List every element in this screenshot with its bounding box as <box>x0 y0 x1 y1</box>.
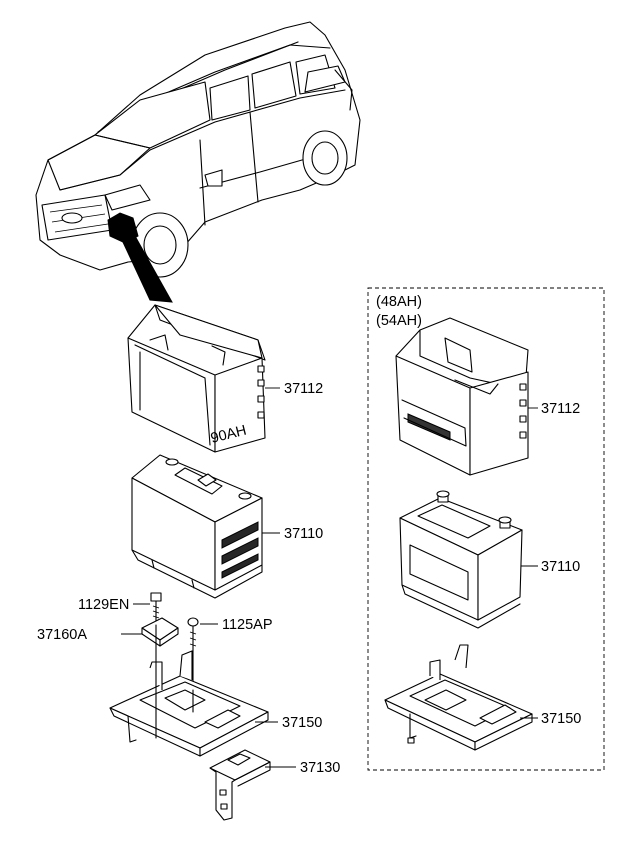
label-alt-tray: 37150 <box>541 711 581 727</box>
clamp-37160a <box>141 617 179 647</box>
battery-cover-alt <box>395 317 529 476</box>
variant-capacity-54ah: (54AH) <box>376 313 422 329</box>
label-main-cover: 37112 <box>284 381 323 397</box>
label-alt-cover: 37112 <box>541 401 580 417</box>
label-clamp-37160a: 37160A <box>37 627 87 643</box>
bolt-1125ap <box>187 617 199 691</box>
battery-cover-main: 90AH <box>127 304 266 453</box>
label-bolt-1125ap: 1125AP <box>222 617 273 633</box>
location-pointer <box>121 235 173 303</box>
battery-main <box>131 454 263 599</box>
bracket-37130 <box>209 749 271 821</box>
battery-location-marker <box>107 212 139 244</box>
label-bracket-37130: 37130 <box>300 760 340 776</box>
label-main-battery: 37110 <box>284 526 323 542</box>
label-main-tray: 37150 <box>282 715 322 731</box>
label-bolt-1129en: 1129EN <box>78 597 129 613</box>
battery-tray-alt <box>384 644 533 751</box>
label-alt-battery: 37110 <box>541 559 580 575</box>
battery-alt <box>399 490 523 629</box>
vehicle-illustration <box>35 21 361 303</box>
battery-tray-main <box>109 624 269 757</box>
variant-box <box>367 287 605 771</box>
variant-capacity-48ah: (48AH) <box>376 294 422 310</box>
